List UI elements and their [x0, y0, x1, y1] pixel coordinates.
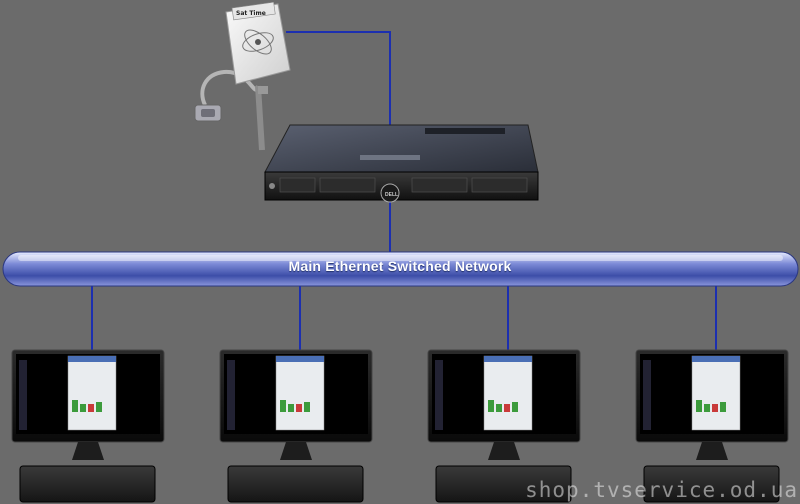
app-window — [483, 355, 533, 431]
rack-server — [264, 124, 539, 203]
monitor-stand — [696, 442, 728, 460]
status-bar-green — [696, 400, 702, 412]
gps-orbit-icon — [244, 29, 272, 55]
status-bar-green — [488, 400, 494, 412]
workstation-3 — [427, 349, 581, 503]
app-window — [67, 355, 117, 431]
server-label-strip — [360, 155, 420, 160]
monitor-stand — [280, 442, 312, 460]
app-window-titlebar — [68, 356, 116, 362]
app-window-titlebar — [692, 356, 740, 362]
desktop-icons — [19, 360, 27, 430]
status-bar-green — [720, 402, 726, 412]
server-drive-bay-3 — [411, 177, 468, 193]
bus-label: Main Ethernet Switched Network — [288, 258, 512, 274]
status-bar-green — [280, 400, 286, 412]
workstation-4 — [635, 349, 789, 503]
keyboard — [435, 465, 572, 503]
status-bar-green — [72, 400, 78, 412]
workstation-2 — [219, 349, 373, 503]
app-window-titlebar — [484, 356, 532, 362]
app-window — [275, 355, 325, 431]
gps-label-plate — [231, 1, 276, 21]
ethernet-bus — [2, 251, 799, 287]
status-bar-green — [304, 402, 310, 412]
keyboard — [19, 465, 156, 503]
server-power-button — [269, 183, 275, 189]
gps-to-server-line — [286, 31, 391, 125]
app-window — [691, 355, 741, 431]
ethernet-bus-highlight — [18, 255, 783, 261]
gps-cable-drop — [255, 85, 265, 151]
workstation-1 — [11, 349, 165, 503]
status-bar-green — [496, 404, 502, 412]
status-bar-green — [80, 404, 86, 412]
status-bar-green — [288, 404, 294, 412]
desktop-icons — [435, 360, 443, 430]
status-bar-green — [512, 402, 518, 412]
server-drive-bay-1 — [279, 177, 316, 193]
status-bar-red — [296, 404, 302, 412]
watermark: shop.tvservice.od.ua — [525, 478, 798, 502]
app-window-titlebar — [276, 356, 324, 362]
gps-satellite-icon — [242, 32, 274, 52]
gps-cable — [200, 69, 260, 106]
server-brand-label: DELL — [385, 192, 399, 198]
gps-brand-label: Sat Time — [236, 10, 266, 17]
status-bar-green — [96, 402, 102, 412]
monitor-stand — [488, 442, 520, 460]
gps-cable-gland — [258, 86, 268, 94]
status-bar-red — [504, 404, 510, 412]
keyboard — [227, 465, 364, 503]
keyboard — [643, 465, 780, 503]
server-vent — [425, 128, 505, 134]
status-bar-green — [704, 404, 710, 412]
desktop-icons — [227, 360, 235, 430]
connection-lines — [91, 31, 717, 355]
status-bar-red — [88, 404, 94, 412]
gps-receiver — [194, 1, 291, 151]
gps-globe-icon — [255, 39, 261, 45]
server-drive-bay-2 — [319, 177, 376, 193]
gps-connector-pins — [201, 109, 215, 117]
server-bezel-logo — [380, 183, 400, 203]
server-drive-bay-4 — [471, 177, 528, 193]
status-bar-red — [712, 404, 718, 412]
monitor-stand — [72, 442, 104, 460]
desktop-icons — [643, 360, 651, 430]
